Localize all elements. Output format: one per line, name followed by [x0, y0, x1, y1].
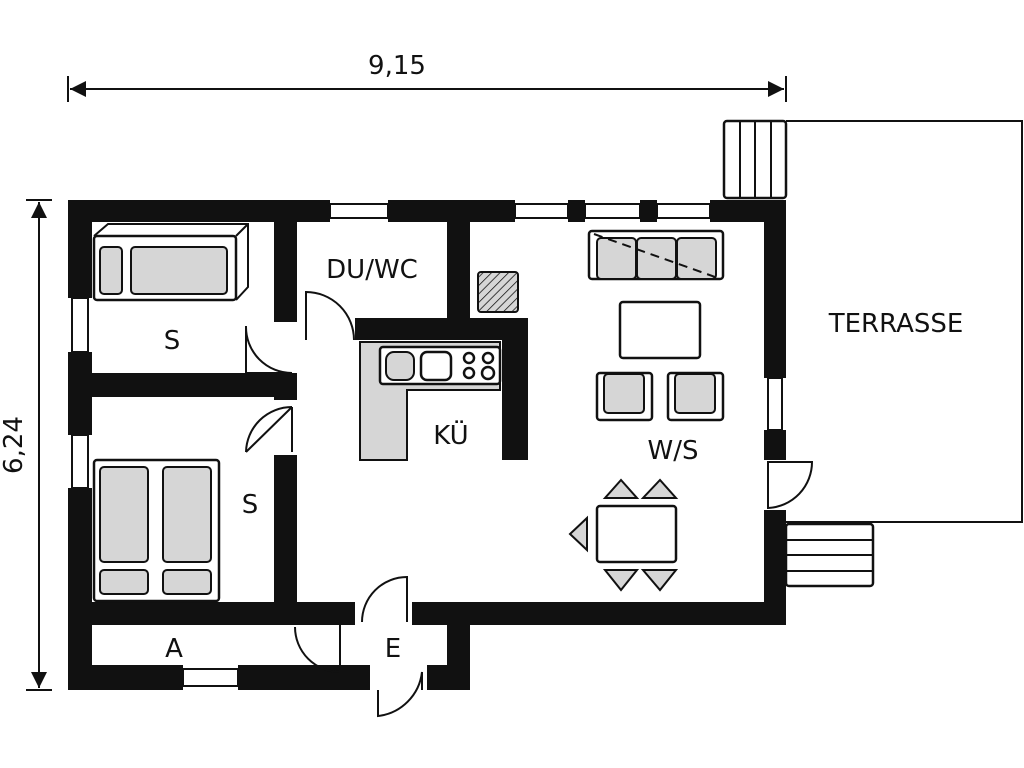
armchairs: [595, 371, 725, 422]
room-label-terrace: TERRASSE: [828, 309, 964, 339]
door-bedroom2: [245, 406, 293, 453]
room-label-entrance: E: [385, 634, 401, 664]
bed-bedroom2: [92, 458, 221, 603]
height-label: 6,24: [0, 416, 29, 474]
room-label-bedroom1: S: [164, 326, 181, 356]
height-dimension: 6,24: [0, 199, 52, 691]
room-label-living: W/S: [648, 436, 699, 466]
room-label-bathroom: DU/WC: [326, 255, 418, 285]
door-bathroom: [305, 290, 355, 341]
stove-icon: [477, 271, 519, 313]
door-living: [361, 575, 408, 623]
sink-icon: [419, 350, 453, 382]
sink-drainer-icon: [385, 351, 415, 381]
sofa: [587, 229, 725, 281]
width-dimension: 9,15: [67, 51, 787, 102]
doors: [244, 290, 814, 718]
door-storage: [294, 625, 341, 674]
walls: [68, 200, 786, 690]
kitchen-counter: [359, 341, 502, 461]
door-terrace: [767, 461, 814, 510]
terrace: [722, 119, 1023, 588]
windows: [71, 203, 783, 687]
dining-set: [568, 478, 679, 592]
hob-icon: [462, 351, 476, 365]
bed-bedroom1: [92, 223, 249, 302]
room-label-storage: A: [165, 634, 183, 664]
width-label: 9,15: [368, 51, 426, 81]
coffee-table: [618, 300, 702, 360]
door-entrance: [377, 671, 423, 718]
room-label-kitchen: KÜ: [433, 419, 468, 451]
door-bedroom1: [244, 325, 293, 374]
room-label-bedroom2: S: [242, 490, 259, 520]
